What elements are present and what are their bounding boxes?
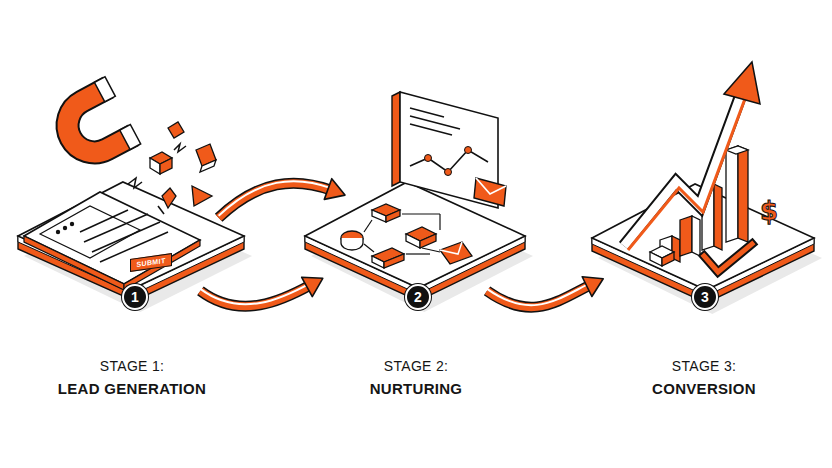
- flow-arrow: [219, 179, 345, 218]
- stage-title: NURTURING: [265, 380, 567, 397]
- step-number-badge: 1: [122, 284, 148, 310]
- stage-number-label: STAGE 1:: [0, 358, 286, 374]
- step-number-badge: 3: [692, 284, 718, 310]
- stage-number-label: STAGE 3:: [552, 358, 832, 374]
- stage-number-label: STAGE 2:: [265, 358, 567, 374]
- callout-number: 1: [131, 290, 139, 304]
- button-label: SUBMIT: [136, 257, 165, 268]
- step-number-badge: 2: [405, 284, 431, 310]
- dollar-symbol: $: [760, 196, 778, 226]
- stage-title: LEAD GENERATION: [0, 380, 286, 397]
- callout-number: 3: [701, 290, 709, 304]
- flow-arrow: [487, 277, 603, 307]
- flow-arrow: [200, 277, 322, 306]
- magnet: [53, 77, 141, 172]
- stage-title: CONVERSION: [552, 380, 832, 397]
- callout-number: 2: [414, 290, 422, 304]
